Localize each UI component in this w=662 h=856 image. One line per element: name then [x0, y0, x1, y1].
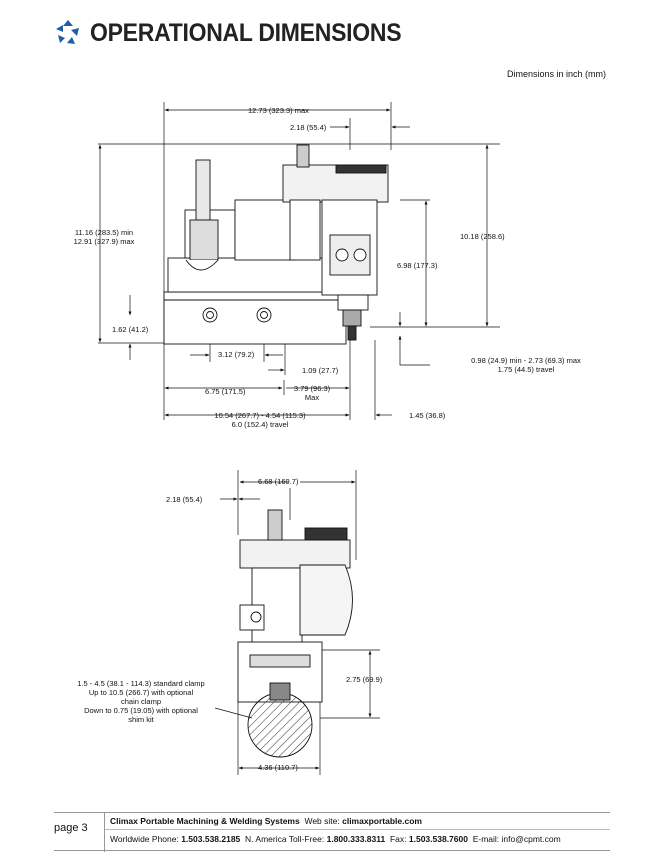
clamp-note: 1.5 - 4.5 (38.1 - 114.3) standard clamp … [66, 679, 216, 724]
dim-travel-min-max: 0.98 (24.9) min - 2.73 (69.3) max [471, 356, 581, 365]
dim-bottom-range-group: 10.54 (267.7) - 4.54 (115.3) 6.0 (152.4)… [200, 411, 320, 429]
dim-base-width: 4.36 (110.7) [258, 763, 298, 772]
dim-right-offset: 1.45 (36.8) [409, 411, 446, 420]
dim-tool-offset: 3.79 (96.3) [293, 384, 331, 393]
footer-divider [54, 812, 610, 813]
dim-base-length: 6.75 (171.5) [205, 387, 246, 396]
page-title: OPERATIONAL DIMENSIONS [90, 18, 402, 47]
dim-tool-offset-group: 3.79 (96.3) Max [284, 384, 340, 402]
fax-label: Fax: [389, 834, 407, 844]
dim-bottom-travel: 6.0 (152.4) travel [231, 420, 289, 429]
dim-front-top-offset: 2.18 (55.4) [166, 495, 203, 504]
climax-logo-icon [56, 20, 79, 44]
dim-mid-height: 6.98 (177.3) [397, 261, 438, 270]
front-view-dimension-lines [214, 470, 380, 775]
dim-bottom-range: 10.54 (267.7) - 4.54 (115.3) [214, 411, 306, 420]
clamp-note-line: Down to 0.75 (19.05) with optional [84, 706, 198, 715]
dim-right-height: 10.18 (258.6) [460, 232, 505, 241]
dim-top-offset: 2.18 (55.4) [290, 123, 327, 132]
dim-hole-spacing: 3.12 (79.2) [218, 350, 255, 359]
dim-height-range: 11.16 (283.5) min 12.91 (327.9) max [64, 228, 144, 246]
tollfree-label: N. America Toll-Free: [245, 834, 325, 844]
front-view-machine [237, 509, 353, 758]
page-header: OPERATIONAL DIMENSIONS [54, 16, 428, 50]
footer-company-line: Climax Portable Machining & Welding Syst… [110, 816, 422, 826]
worldwide-label: Worldwide Phone: [110, 834, 179, 844]
dim-base-height: 1.62 (41.2) [112, 325, 149, 334]
email-link[interactable]: info@cpmt.com [501, 834, 561, 844]
dim-tool-offset-note: Max [304, 393, 320, 402]
footer-contact-line: Worldwide Phone: 1.503.538.2185 N. Ameri… [110, 834, 561, 844]
page-number: page 3 [54, 822, 88, 834]
worldwide-phone: 1.503.538.2185 [181, 834, 241, 844]
technical-drawing [98, 102, 500, 775]
dim-height-max: 12.91 (327.9) max [73, 237, 135, 246]
footer-divider [104, 829, 610, 830]
dim-hole-offset: 1.09 (27.7) [302, 366, 339, 375]
clamp-note-line: 1.5 - 4.5 (38.1 - 114.3) standard clamp [77, 679, 205, 688]
dim-front-width: 6.68 (169.7) [258, 477, 299, 486]
dim-clamp-height: 2.75 (69.9) [346, 675, 383, 684]
clamp-note-line: chain clamp [120, 697, 162, 706]
footer-divider [104, 812, 105, 852]
company-name: Climax Portable Machining & Welding Syst… [110, 816, 300, 826]
side-view-dimension-lines [98, 102, 500, 420]
dim-height-min: 11.16 (283.5) min [74, 228, 134, 237]
side-view-machine [163, 144, 389, 345]
dim-travel-range: 0.98 (24.9) min - 2.73 (69.3) max 1.75 (… [436, 356, 616, 374]
email-label: E-mail: [472, 834, 500, 844]
web-link[interactable]: climaxportable.com [342, 816, 422, 826]
dim-overall-length: 12.73 (323.3) max [248, 106, 309, 115]
footer-divider [54, 850, 610, 851]
web-label: Web site: [304, 816, 340, 826]
units-note: Dimensions in inch (mm) [506, 69, 606, 79]
fax-number: 1.503.538.7600 [408, 834, 468, 844]
dim-travel: 1.75 (44.5) travel [497, 365, 555, 374]
tollfree-phone: 1.800.333.8311 [326, 834, 386, 844]
clamp-note-line: shim kit [128, 715, 154, 724]
clamp-note-line: Up to 10.5 (266.7) with optional [88, 688, 194, 697]
